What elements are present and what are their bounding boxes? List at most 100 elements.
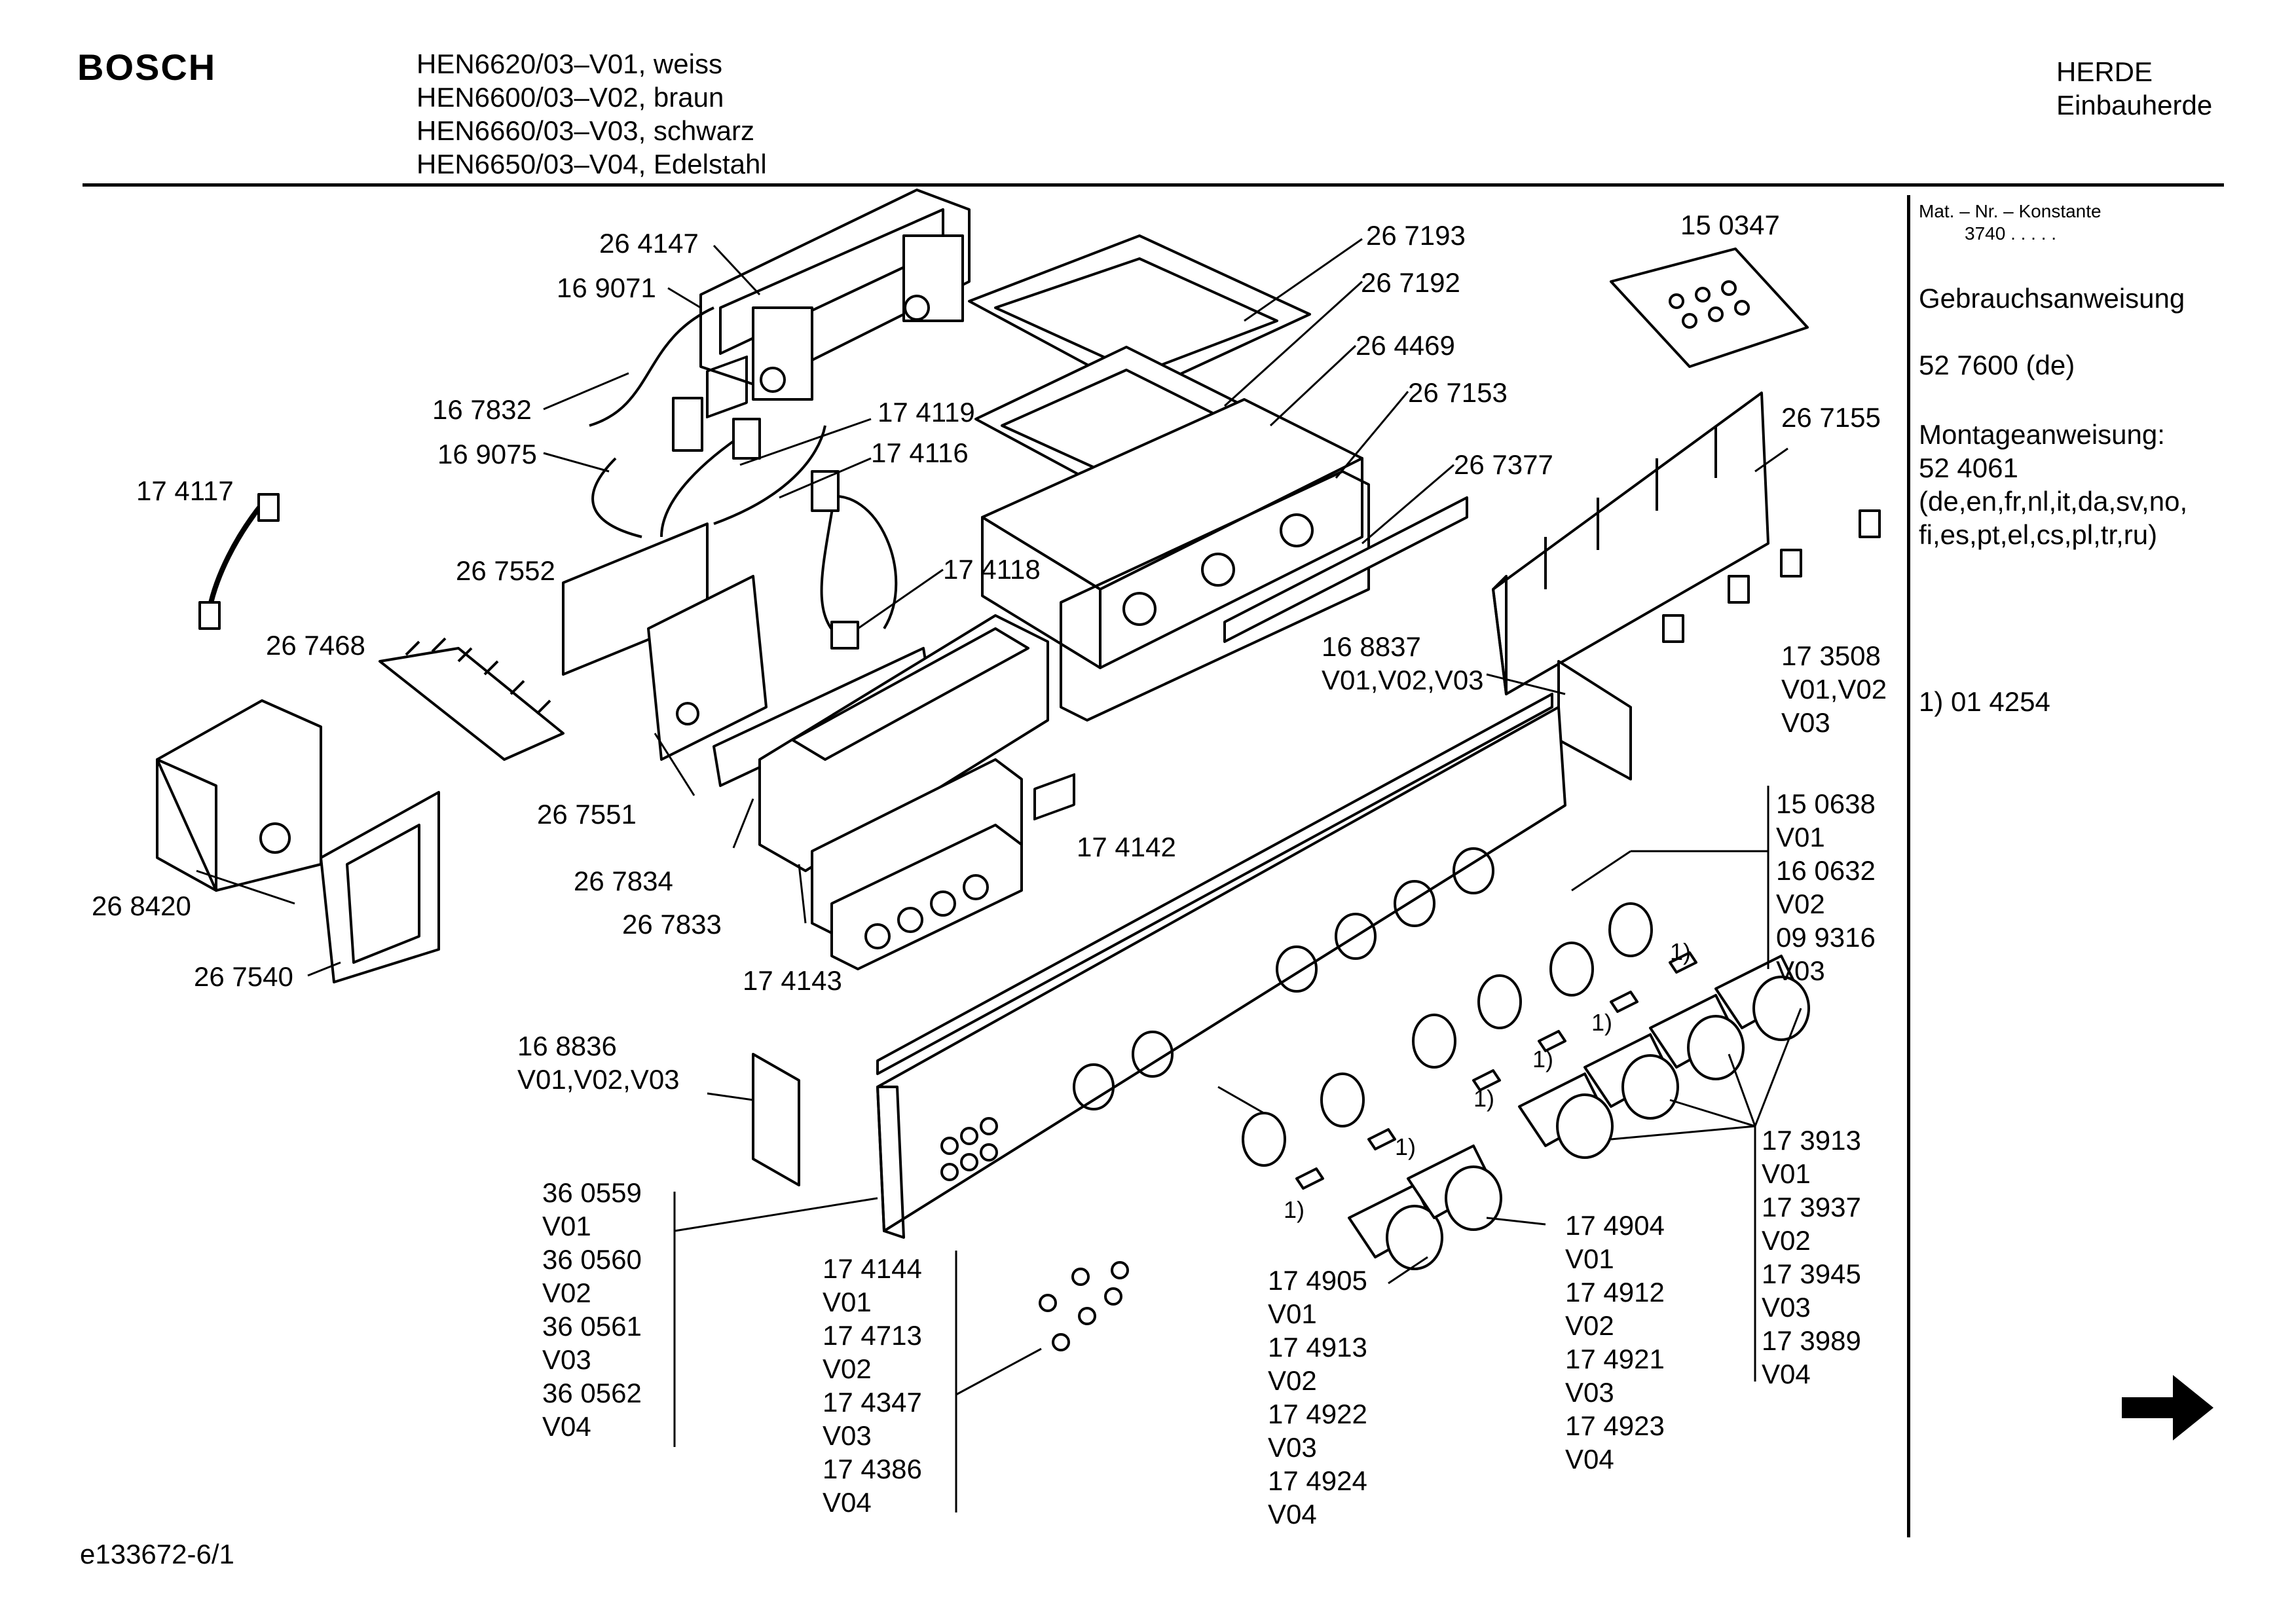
part-number: 16 8837 <box>1322 631 1421 662</box>
part-number: 17 4347 <box>823 1387 922 1418</box>
part-variant: V04 <box>1565 1444 1614 1475</box>
brand-logo: BOSCH <box>77 46 217 88</box>
footnote-mark: 1) <box>1395 1133 1416 1160</box>
part-number: 36 0559 <box>542 1177 642 1208</box>
spacers <box>1295 951 1697 1190</box>
part-label: 17 4118 <box>943 554 1041 585</box>
part-variant: V02 <box>1565 1310 1614 1341</box>
switch-block <box>981 398 1370 722</box>
part-variant: V04 <box>823 1487 872 1518</box>
part-variant: V01 <box>1565 1243 1614 1274</box>
part-variant: V04 <box>542 1411 591 1442</box>
assembly-languages: fi,es,pt,el,cs,pl,tr,ru) <box>1919 519 2158 550</box>
part-number: 17 4905 <box>1268 1265 1367 1296</box>
footnote-mark: 1) <box>1591 1009 1613 1036</box>
relay-block <box>156 699 322 892</box>
part-number: 17 4913 <box>1268 1332 1367 1363</box>
part-number: 17 4923 <box>1565 1410 1665 1441</box>
part-variant: V03 <box>1776 955 1825 986</box>
screws <box>1039 247 1809 1351</box>
part-label: 26 7192 <box>1361 267 1460 298</box>
part-number: 09 9316 <box>1776 922 1876 953</box>
part-number: 15 0638 <box>1776 788 1876 819</box>
part-number: 17 3989 <box>1762 1325 1861 1356</box>
part-number: 17 4912 <box>1565 1277 1665 1308</box>
part-label: 17 4143 <box>743 965 842 996</box>
mounting-brackets <box>752 496 1632 1186</box>
part-number: 16 8836 <box>517 1031 617 1061</box>
part-variant: V01,V02,V03 <box>517 1064 680 1095</box>
part-number: 36 0562 <box>542 1378 642 1408</box>
part-variant: V02 <box>1762 1225 1811 1256</box>
model-line: HEN6650/03–V04, Edelstahl <box>417 149 767 179</box>
part-variant: V01 <box>1776 822 1825 852</box>
part-label: 17 4116 <box>871 437 969 468</box>
assembly-block: Montageanweisung: 52 4061 (de,en,fr,nl,i… <box>1919 418 2187 551</box>
part-variant: V02 <box>542 1277 591 1308</box>
model-line: HEN6660/03–V03, schwarz <box>417 115 754 146</box>
manual-number: 52 7600 (de) <box>1919 350 2075 380</box>
part-variant: V01,V02,V03 <box>1322 665 1484 695</box>
category-line: HERDE <box>2056 56 2153 87</box>
part-variant: V03 <box>1565 1377 1614 1408</box>
part-label: 26 4469 <box>1356 330 1455 361</box>
part-label: 26 7551 <box>537 799 637 830</box>
part-number: 17 4904 <box>1565 1210 1665 1241</box>
sidebar-divider <box>1907 195 1910 1537</box>
footnote-reference: 1) 01 4254 <box>1919 686 2050 717</box>
part-number: 36 0561 <box>542 1311 642 1342</box>
part-number: 17 4144 <box>823 1253 922 1284</box>
part-number: 17 4922 <box>1268 1399 1367 1429</box>
footnote-mark: 1) <box>1473 1085 1495 1112</box>
assembly-languages: (de,en,fr,nl,it,da,sv,no, <box>1919 486 2188 517</box>
part-variant: V04 <box>1762 1359 1811 1389</box>
manual-title: Gebrauchsanweisung <box>1919 283 2185 314</box>
cable-bundles <box>198 306 898 650</box>
part-label: 26 7193 <box>1366 220 1466 251</box>
model-line: HEN6600/03–V02, braun <box>417 82 724 113</box>
header-divider <box>83 183 2224 187</box>
part-label: 17 3508 V01,V02 V03 <box>1781 639 1887 739</box>
footnote-mark: 1) <box>1670 938 1692 965</box>
part-variant: V01 <box>542 1211 591 1241</box>
part-label: 17 4904 V01 17 4912 V02 17 4921 V03 17 4… <box>1565 1209 1665 1476</box>
part-label: 17 4142 <box>1077 832 1176 862</box>
part-variant: V01,V02 <box>1781 674 1887 705</box>
part-variant: V01 <box>1268 1298 1317 1329</box>
part-number: 17 3913 <box>1762 1125 1861 1156</box>
part-label: 17 4117 <box>136 475 234 506</box>
rear-panel <box>1492 392 1881 695</box>
next-page-arrow-icon[interactable] <box>2122 1375 2213 1440</box>
part-number: 17 4386 <box>823 1454 922 1484</box>
control-knobs <box>1348 955 1810 1270</box>
document-id: e133672-6/1 <box>80 1539 234 1569</box>
part-label: 26 4147 <box>599 228 699 259</box>
display-assembly <box>713 614 1075 970</box>
part-label: 26 7468 <box>266 630 365 661</box>
part-variant: V01 <box>823 1287 872 1317</box>
part-label: 15 0347 <box>1680 210 1780 240</box>
part-label: 26 7552 <box>456 555 555 586</box>
part-number: 17 4921 <box>1565 1344 1665 1374</box>
part-label: 17 3913 V01 17 3937 V02 17 3945 V03 17 3… <box>1762 1124 1861 1391</box>
part-label: 16 9071 <box>557 272 656 303</box>
part-variant: V03 <box>542 1344 591 1375</box>
mat-nr-label: Mat. – Nr. – Konstante <box>1919 201 2102 221</box>
part-label: 26 7153 <box>1408 377 1508 408</box>
mat-nr-value: 3740 . . . . . <box>1965 223 2057 244</box>
part-variant: V03 <box>823 1420 872 1451</box>
part-label: 26 7155 <box>1781 402 1881 433</box>
footnote-mark: 1) <box>1284 1196 1305 1223</box>
part-number: 17 4713 <box>823 1320 922 1351</box>
product-category: HERDE Einbauherde <box>2056 55 2212 122</box>
part-variant: V02 <box>823 1353 872 1384</box>
part-number: 36 0560 <box>542 1244 642 1275</box>
leader-lines <box>196 238 1802 1512</box>
model-line: HEN6620/03–V01, weiss <box>417 48 722 79</box>
part-variant: V02 <box>1268 1365 1317 1396</box>
part-number: 17 3945 <box>1762 1258 1861 1289</box>
model-list: HEN6620/03–V01, weiss HEN6600/03–V02, br… <box>417 47 767 181</box>
part-variant: V03 <box>1268 1432 1317 1463</box>
part-label: 36 0559 V01 36 0560 V02 36 0561 V03 36 0… <box>542 1176 642 1443</box>
part-label: 26 7540 <box>194 961 293 992</box>
